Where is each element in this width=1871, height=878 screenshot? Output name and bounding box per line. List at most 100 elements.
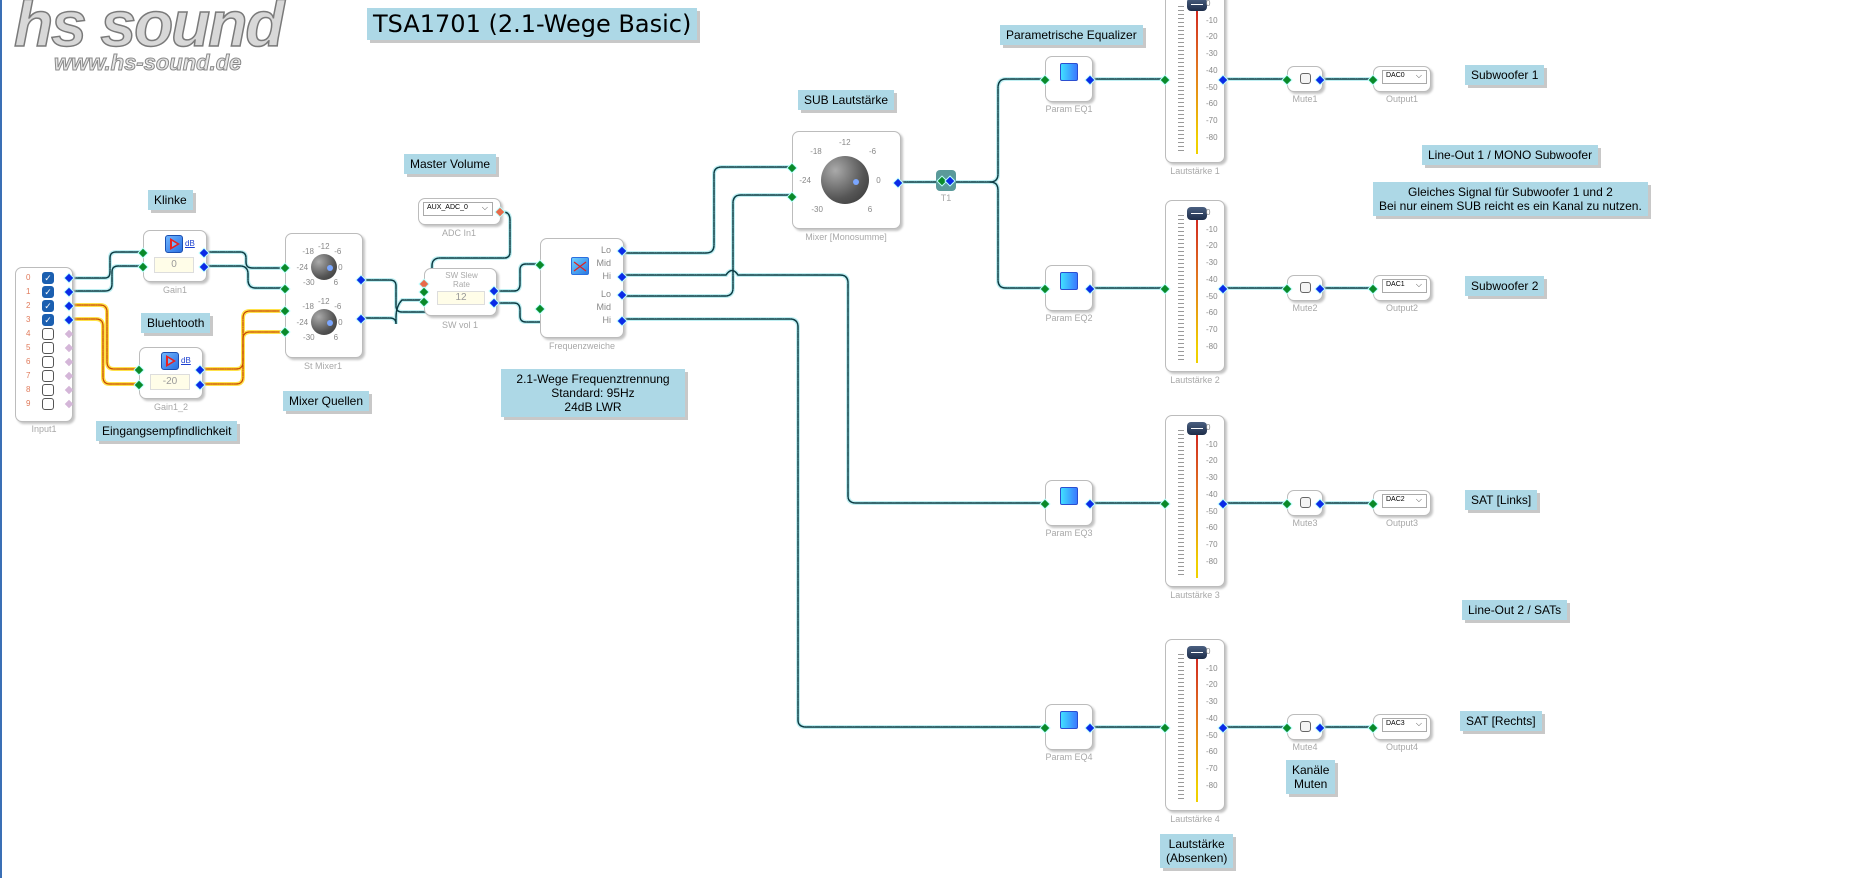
slew-rate-label: SW Slew Rate	[445, 271, 478, 289]
fader-thumb[interactable]	[1187, 422, 1207, 435]
volume-fader-block[interactable]: 0-10-20-30-40-50-60-70-80	[1160, 200, 1228, 372]
input-channel-output-pin[interactable]	[64, 287, 74, 297]
input-channel-checkbox[interactable]: ✓	[42, 300, 54, 312]
st-mixer-ch2-scale-label: 6	[333, 333, 339, 343]
adc-source-select[interactable]: AUX_ADC_0⌵	[423, 202, 493, 216]
param-eq-block[interactable]	[1040, 480, 1095, 526]
input-channel-number: 8	[26, 385, 31, 394]
mute-output-pin[interactable]	[1315, 723, 1325, 733]
volume-fader-block[interactable]: 0-10-20-30-40-50-60-70-80	[1160, 415, 1228, 587]
mute-block[interactable]	[1282, 490, 1325, 516]
st-mixer-ch1-scale-label: 0	[338, 262, 343, 272]
param-eq-block[interactable]	[1040, 704, 1095, 750]
fader-caption: Lautstärke 2	[1170, 375, 1220, 385]
input-channel-checkbox[interactable]: ✓	[42, 272, 54, 284]
gain1-2-unit-link[interactable]: dB	[181, 356, 191, 365]
input-channel-output-pin[interactable]	[64, 301, 74, 311]
wire-group-teal	[68, 77, 1375, 729]
volume-fader-block[interactable]: 0-10-20-30-40-50-60-70-80	[1160, 639, 1228, 811]
mute-checkbox[interactable]	[1300, 73, 1311, 84]
sw-vol-output-pin[interactable]	[489, 286, 499, 296]
input-channel-output-pin[interactable]	[64, 399, 74, 409]
slew-rate-value[interactable]: 12	[437, 291, 485, 305]
input-channel-number: 4	[26, 329, 31, 338]
input-channel-checkbox[interactable]	[42, 328, 54, 340]
input-channel-output-pin[interactable]	[64, 273, 74, 283]
input-channel-output-pin[interactable]	[64, 315, 74, 325]
gain1-block[interactable]: dB 0	[138, 230, 209, 282]
input-channel-output-pin[interactable]	[64, 371, 74, 381]
crossover-output-label: Lo	[600, 289, 611, 299]
input-channel-output-pin[interactable]	[64, 385, 74, 395]
dac-select[interactable]: DAC3⌵	[1382, 718, 1427, 732]
fader-scale-label: -60	[1206, 99, 1218, 109]
input-channel-checkbox[interactable]	[42, 356, 54, 368]
t1-output-pin[interactable]	[945, 176, 955, 186]
gain1-output-pin[interactable]	[199, 248, 209, 258]
gain1-2-block[interactable]: dB -20	[134, 347, 205, 399]
mute-checkbox[interactable]	[1300, 497, 1311, 508]
crossover-output-label: Hi	[602, 271, 612, 281]
fader-scale-label: -40	[1206, 274, 1218, 284]
gain-icon	[165, 235, 183, 253]
gain1-2-output-pin[interactable]	[195, 380, 205, 390]
input-channel-output-pin[interactable]	[64, 343, 74, 353]
input-channel-output-pin[interactable]	[64, 329, 74, 339]
gain1-value[interactable]: 0	[154, 257, 194, 273]
fader-thumb[interactable]	[1187, 207, 1207, 220]
input-channel-checkbox[interactable]	[42, 342, 54, 354]
mono-mixer-output-pin[interactable]	[893, 178, 903, 188]
dac-select[interactable]: DAC1⌵	[1382, 279, 1427, 293]
fader-scale-label: -20	[1206, 456, 1218, 466]
st-mixer-ch2-scale-label: -30	[303, 333, 315, 343]
mute-output-pin[interactable]	[1315, 499, 1325, 509]
mono-mixer-knob[interactable]	[821, 156, 869, 204]
input1-caption: Input1	[31, 424, 57, 434]
t1-splitter[interactable]	[936, 170, 956, 191]
output-block[interactable]: DAC2⌵	[1368, 490, 1431, 516]
mute-caption: Mute4	[1292, 742, 1318, 752]
dac-select[interactable]: DAC2⌵	[1382, 494, 1427, 508]
input-channel-checkbox[interactable]	[42, 384, 54, 396]
output-caption: Output1	[1385, 94, 1419, 104]
input-channel-checkbox[interactable]: ✓	[42, 314, 54, 326]
param-eq-output-pin[interactable]	[1085, 75, 1095, 85]
input-channel-checkbox[interactable]	[42, 398, 54, 410]
fader-scale-label: -30	[1206, 697, 1218, 707]
adc-in1-block[interactable]: AUX_ADC_0⌵	[418, 198, 505, 225]
param-eq-output-pin[interactable]	[1085, 499, 1095, 509]
dac-select[interactable]: DAC0⌵	[1382, 70, 1427, 84]
fader-thumb[interactable]	[1187, 0, 1207, 11]
mute-block[interactable]	[1282, 66, 1325, 92]
mute-output-pin[interactable]	[1315, 284, 1325, 294]
st-mixer-ch1-knob[interactable]	[311, 254, 337, 280]
mute-output-pin[interactable]	[1315, 75, 1325, 85]
fader-thumb[interactable]	[1187, 646, 1207, 659]
param-eq-block[interactable]	[1040, 265, 1095, 311]
output-block[interactable]: DAC1⌵	[1368, 275, 1431, 301]
st-mixer-ch2-knob[interactable]	[311, 309, 337, 335]
volume-fader-block[interactable]: 0-10-20-30-40-50-60-70-80	[1160, 0, 1228, 163]
param-eq-output-pin[interactable]	[1085, 723, 1095, 733]
mute-checkbox[interactable]	[1300, 721, 1311, 732]
mute-checkbox[interactable]	[1300, 282, 1311, 293]
sw-vol1-block[interactable]: SW Slew Rate 12	[419, 268, 499, 316]
input-channel-checkbox[interactable]: ✓	[42, 286, 54, 298]
sw-vol-output-pin[interactable]	[489, 298, 499, 308]
gain1-unit-link[interactable]: dB	[185, 239, 195, 248]
param-eq-block[interactable]	[1040, 56, 1095, 102]
mute-block[interactable]	[1282, 275, 1325, 301]
output-block[interactable]: DAC0⌵	[1368, 66, 1431, 92]
gain1-output-pin[interactable]	[199, 262, 209, 272]
gain1-2-value[interactable]: -20	[150, 374, 190, 390]
gain1-2-output-pin[interactable]	[195, 365, 205, 375]
param-eq-output-pin[interactable]	[1085, 284, 1095, 294]
input-channel-checkbox[interactable]	[42, 370, 54, 382]
mute-block[interactable]	[1282, 714, 1325, 740]
output-block[interactable]: DAC3⌵	[1368, 714, 1431, 740]
input-channel-output-pin[interactable]	[64, 357, 74, 367]
